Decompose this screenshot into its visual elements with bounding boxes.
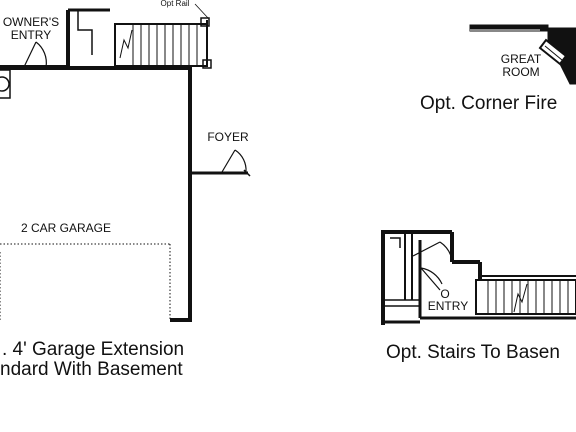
closet-notch — [77, 10, 93, 55]
owners-entry-label-1: OWNER'S — [3, 15, 59, 29]
garage-label: 2 CAR GARAGE — [21, 221, 111, 235]
owners-entry-label-2: ENTRY — [11, 28, 51, 42]
great-room-label-1: GREAT — [501, 52, 542, 66]
basement-stair-run — [475, 279, 576, 315]
closet-notch-right — [390, 237, 401, 248]
closet-door-right — [412, 241, 453, 261]
garage-door-outline — [0, 243, 171, 320]
foyer-wall-end — [243, 169, 251, 177]
opt-rail-leader — [194, 3, 209, 19]
opt-rail-label: Opt Rail — [161, 0, 190, 8]
basement-stair-treads — [487, 280, 569, 314]
stairs-basement-caption: Opt. Stairs To Basen — [386, 342, 560, 363]
garage-extension-caption-2: ndard With Basement — [0, 359, 183, 380]
o-entry-door — [420, 267, 443, 291]
foyer-door — [221, 149, 247, 173]
corner-fireplace-plan — [469, 24, 576, 85]
rail-post-top — [200, 17, 210, 27]
corner-fireplace-caption: Opt. Corner Fire — [420, 93, 557, 114]
o-entry-label-2: ENTRY — [428, 299, 468, 313]
fireplace-detail — [544, 45, 563, 61]
basement-stair-break — [513, 283, 528, 313]
garage-extension-caption-1: . 4' Garage Extension — [2, 339, 184, 360]
owners-entry-door — [23, 41, 47, 68]
appliance-partial — [0, 69, 11, 99]
stair-treads — [132, 24, 198, 66]
stair-break-line — [119, 29, 133, 59]
foyer-label: FOYER — [207, 130, 249, 144]
stairs-basement-plan — [381, 230, 576, 325]
garage-plan — [0, 3, 251, 322]
great-room-label-2: ROOM — [502, 65, 539, 79]
o-entry-label-1: O — [440, 287, 449, 301]
